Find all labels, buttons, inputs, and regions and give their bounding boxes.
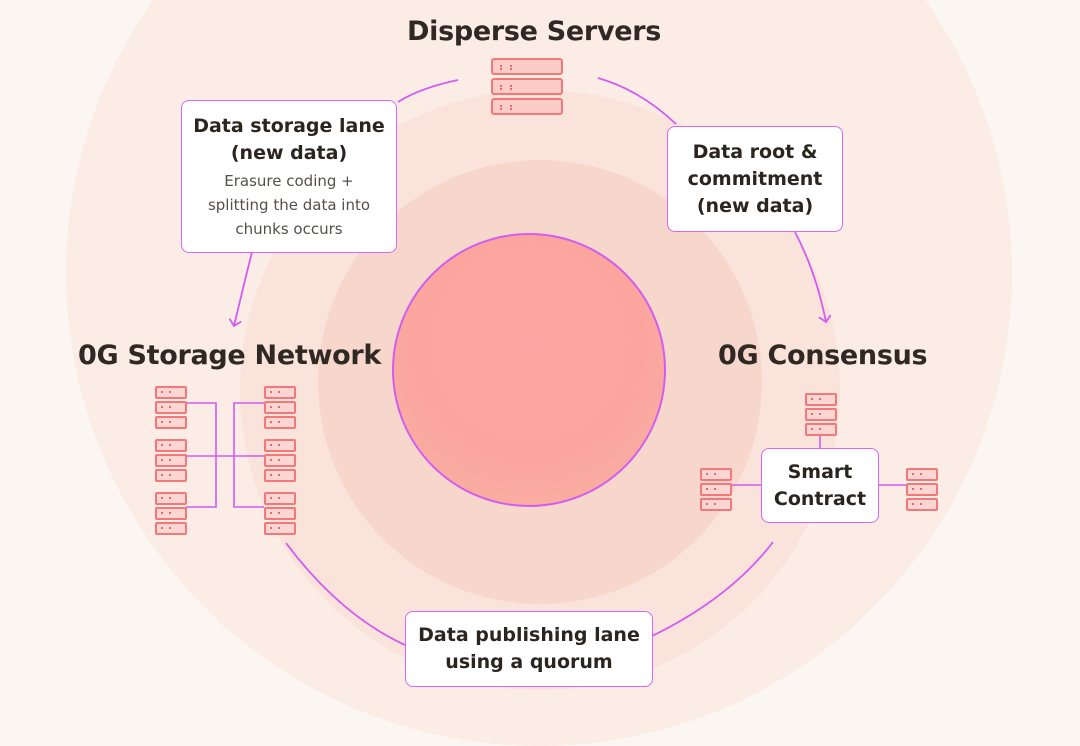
disperse-server-icon [491,58,563,118]
arrow-to-storage-network [228,251,253,328]
storage-node-icon [264,386,296,431]
storage-lane-title-line2: (new data) [230,142,348,164]
storage-lane-title-line1: Data storage lane [193,115,385,137]
data-storage-lane-box: Data storage lane (new data) Erasure cod… [181,100,397,253]
consensus-node-icon [700,468,732,513]
arc-disperse-to-storage-lane [397,79,459,103]
data-publishing-lane-box: Data publishing lane using a quorum [405,611,653,687]
data-root-line3: (new data) [696,195,814,217]
arrow-to-consensus [794,231,832,324]
consensus-node-icon [906,468,938,513]
storage-node-icon [264,492,296,537]
data-root-line1: Data root & [692,141,818,163]
smart-contract-box: Smart Contract [761,448,879,523]
storage-node-icon [155,439,187,484]
storage-lane-desc-line2: splitting the data into [207,196,371,214]
storage-node-icon [155,386,187,431]
data-root-line2: commitment [687,168,823,190]
smart-contract-line1: Smart [787,461,853,483]
publishing-lane-line2: using a quorum [445,651,613,673]
storage-node-icon [155,492,187,537]
storage-network-wiring [186,402,264,508]
arc-disperse-to-data-root [597,77,677,125]
storage-node-icon [264,439,296,484]
data-root-box: Data root & commitment (new data) [667,126,843,232]
core-circle [392,233,666,507]
consensus-node-icon [805,393,837,438]
disperse-servers-title: Disperse Servers [407,16,662,47]
storage-lane-desc-line3: chunks occurs [235,220,343,238]
arc-storage-to-publishing [285,542,406,646]
consensus-title: 0G Consensus [718,340,928,371]
arc-publishing-to-consensus [651,541,774,637]
storage-lane-desc-line1: Erasure coding + [224,172,354,190]
publishing-lane-line1: Data publishing lane [418,624,640,646]
smart-contract-line2: Contract [773,488,867,510]
storage-network-title: 0G Storage Network [78,340,382,371]
